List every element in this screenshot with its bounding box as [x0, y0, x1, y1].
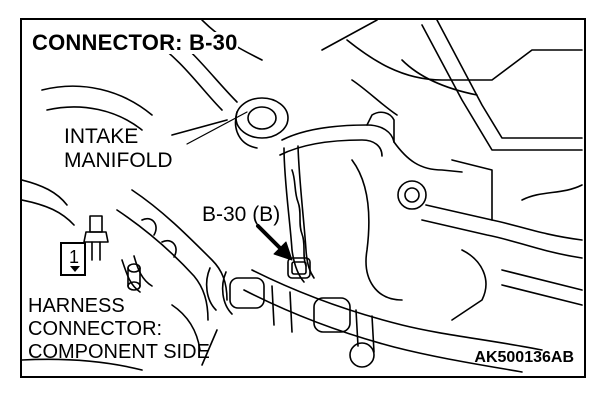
intake-manifold-label-line1: INTAKE [64, 125, 139, 148]
harness-label-line1: HARNESS [28, 295, 125, 317]
harness-label-line3: COMPONENT SIDE [28, 341, 210, 363]
diagram-title: CONNECTOR: B-30 [32, 30, 238, 55]
intake-manifold-label-line2: MANIFOLD [64, 149, 173, 172]
connector-callout-label: B-30 (B) [202, 203, 281, 226]
connector-symbol-tag: 1 [60, 242, 86, 276]
figure-code: AK500136AB [474, 349, 574, 366]
down-triangle-icon [70, 266, 80, 272]
engine-bay-illustration [22, 20, 583, 373]
connector-symbol-number: 1 [69, 247, 80, 267]
harness-label-line2: CONNECTOR: [28, 318, 163, 340]
diagram-frame: CONNECTOR: B-30 INTAKE MANIFOLD B-30 (B)… [20, 18, 586, 378]
